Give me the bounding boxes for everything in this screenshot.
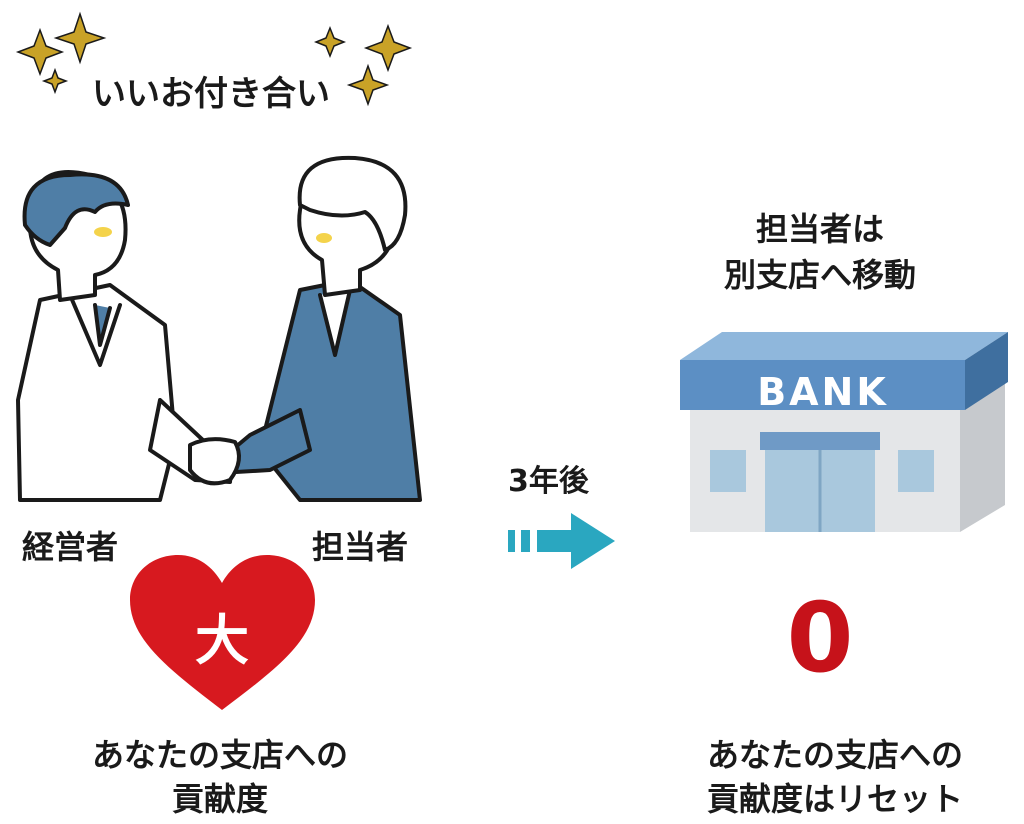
handshake-illustration: [16, 155, 422, 502]
heart-icon: [130, 555, 315, 710]
bank-sign: BANK: [757, 370, 889, 414]
sparkles-icon: [15, 11, 413, 107]
right-caption-line1: あなたの支店への: [706, 736, 963, 774]
right-arrow-icon: [508, 513, 615, 569]
move-line1: 担当者は: [755, 210, 884, 248]
top-caption: いいお付き合い: [92, 74, 330, 114]
right-caption-line2: 貢献度はリセット: [706, 780, 963, 818]
move-line2: 別支店へ移動: [723, 256, 916, 294]
rep-label: 担当者: [312, 528, 409, 566]
left-caption-line1: あなたの支店への: [91, 736, 348, 774]
arrow-label: 3年後: [508, 464, 589, 499]
manager-label: 経営者: [22, 528, 119, 566]
left-caption-line2: 貢献度: [171, 780, 268, 818]
heart-text: 大: [195, 609, 249, 672]
zero-value: 0: [786, 582, 854, 694]
bank-building-illustration: [680, 332, 1008, 532]
